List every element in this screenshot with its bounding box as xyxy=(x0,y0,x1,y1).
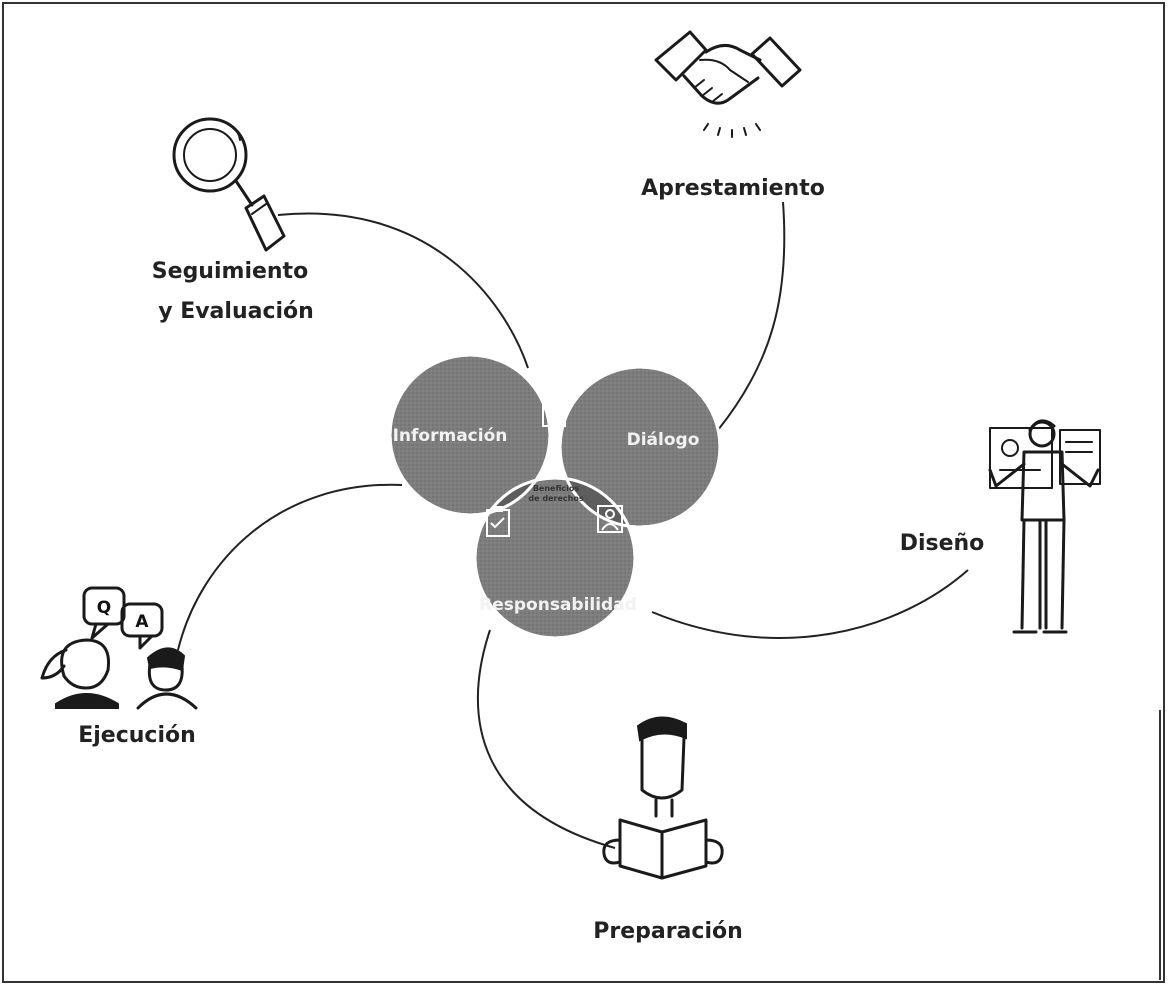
bubble-q: Q xyxy=(97,598,111,618)
circle-information-label: Información xyxy=(393,426,508,446)
center-label-line1: Beneficios xyxy=(533,484,580,493)
clipboard-icon xyxy=(486,506,510,537)
reader-icon xyxy=(602,716,724,880)
connector-design xyxy=(651,569,969,639)
preparation-label: Preparación xyxy=(593,919,743,944)
design-label: Diseño xyxy=(900,531,985,556)
connector-readiness xyxy=(717,201,786,431)
connector-monitoring xyxy=(277,212,529,369)
magnifier-icon xyxy=(172,117,286,252)
circle-dialogue-label: Diálogo xyxy=(627,430,700,450)
readiness-label: Apresta­miento xyxy=(641,176,825,201)
bubble-a: A xyxy=(135,612,149,632)
presenter-icon xyxy=(988,419,1101,634)
qa-people-icon: Q A xyxy=(40,586,198,710)
connector-preparation xyxy=(476,629,616,849)
person-frame-icon xyxy=(597,505,623,533)
monitoring-label-line2: y Evaluación xyxy=(158,299,314,324)
center-label-line2: de derechos xyxy=(528,494,583,503)
venn-diagram: Información Diálogo Responsabilidad Bene… xyxy=(388,353,722,640)
circle-accountability-label: Responsabilidad xyxy=(479,595,637,615)
handshake-icon xyxy=(654,30,802,138)
document-icon xyxy=(542,401,566,427)
monitoring-label-line1: Seguimiento xyxy=(152,259,308,284)
connector-execution xyxy=(177,483,403,651)
execution-label: Ejecución xyxy=(78,723,196,748)
